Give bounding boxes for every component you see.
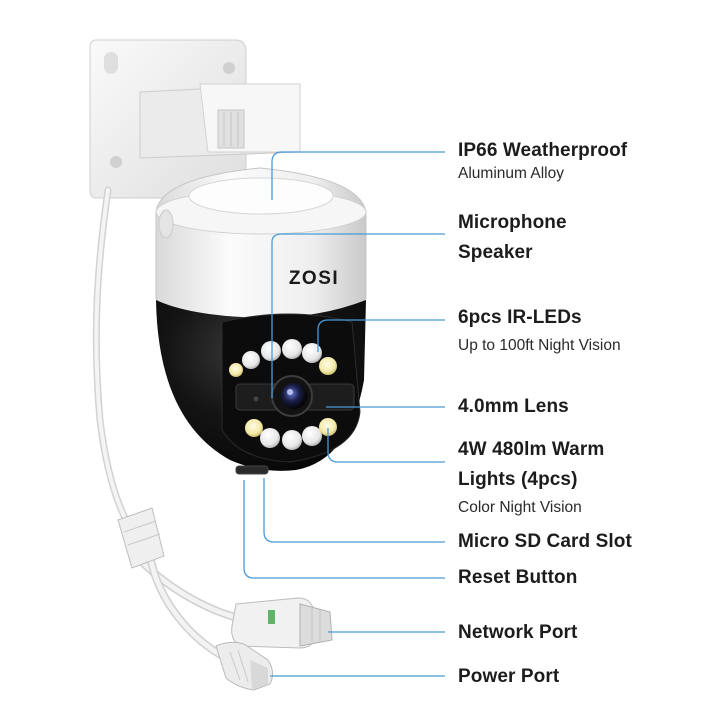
leader-mic	[271, 233, 445, 398]
leader-ip66	[271, 151, 445, 200]
callout-title: Network Port	[458, 622, 578, 643]
callout-warm: 4W 480lm Warm Lights (4pcs) Color Night …	[458, 435, 604, 521]
callout-title-line2: Lights (4pcs)	[458, 469, 578, 490]
callout-title: 4W 480lm Warm	[458, 439, 605, 460]
callout-title-line2: Speaker	[458, 242, 533, 263]
callout-ir: 6pcs IR-LEDs Up to 100ft Night Vision	[458, 303, 621, 359]
callout-subtitle: Aluminum Alloy	[458, 165, 564, 182]
callout-title: 6pcs IR-LEDs	[458, 307, 582, 328]
callout-sd: Micro SD Card Slot	[458, 527, 632, 557]
leader-reset	[243, 480, 445, 579]
callout-subtitle: Up to 100ft Night Vision	[458, 337, 621, 354]
camera-housing	[155, 167, 367, 319]
callout-subtitle: Color Night Vision	[458, 499, 582, 516]
network-port-connector	[231, 597, 333, 649]
cable-splitter	[117, 507, 165, 569]
leader-sd	[263, 478, 445, 543]
power-port-connector	[215, 641, 274, 691]
brand-logo: ZOSI	[289, 268, 339, 289]
callout-title: IP66 Weatherproof	[458, 140, 628, 161]
lens-ball	[156, 300, 366, 475]
callout-reset: Reset Button	[458, 563, 577, 593]
callout-title: 4.0mm Lens	[458, 396, 569, 417]
callout-leader-lines	[243, 151, 445, 677]
leader-warm	[327, 428, 445, 463]
wall-mount-bracket	[89, 39, 301, 199]
callout-title: Reset Button	[458, 567, 578, 588]
callout-mic: Microphone Speaker	[458, 208, 567, 268]
callout-lens: 4.0mm Lens	[458, 392, 569, 422]
callout-title: Microphone	[458, 212, 567, 233]
callout-network: Network Port	[458, 618, 577, 648]
callout-title: Micro SD Card Slot	[458, 531, 632, 552]
callout-power: Power Port	[458, 662, 559, 692]
leader-ir	[317, 319, 445, 352]
callout-title: Power Port	[458, 666, 560, 687]
callout-ip66: IP66 Weatherproof Aluminum Alloy	[458, 136, 627, 187]
